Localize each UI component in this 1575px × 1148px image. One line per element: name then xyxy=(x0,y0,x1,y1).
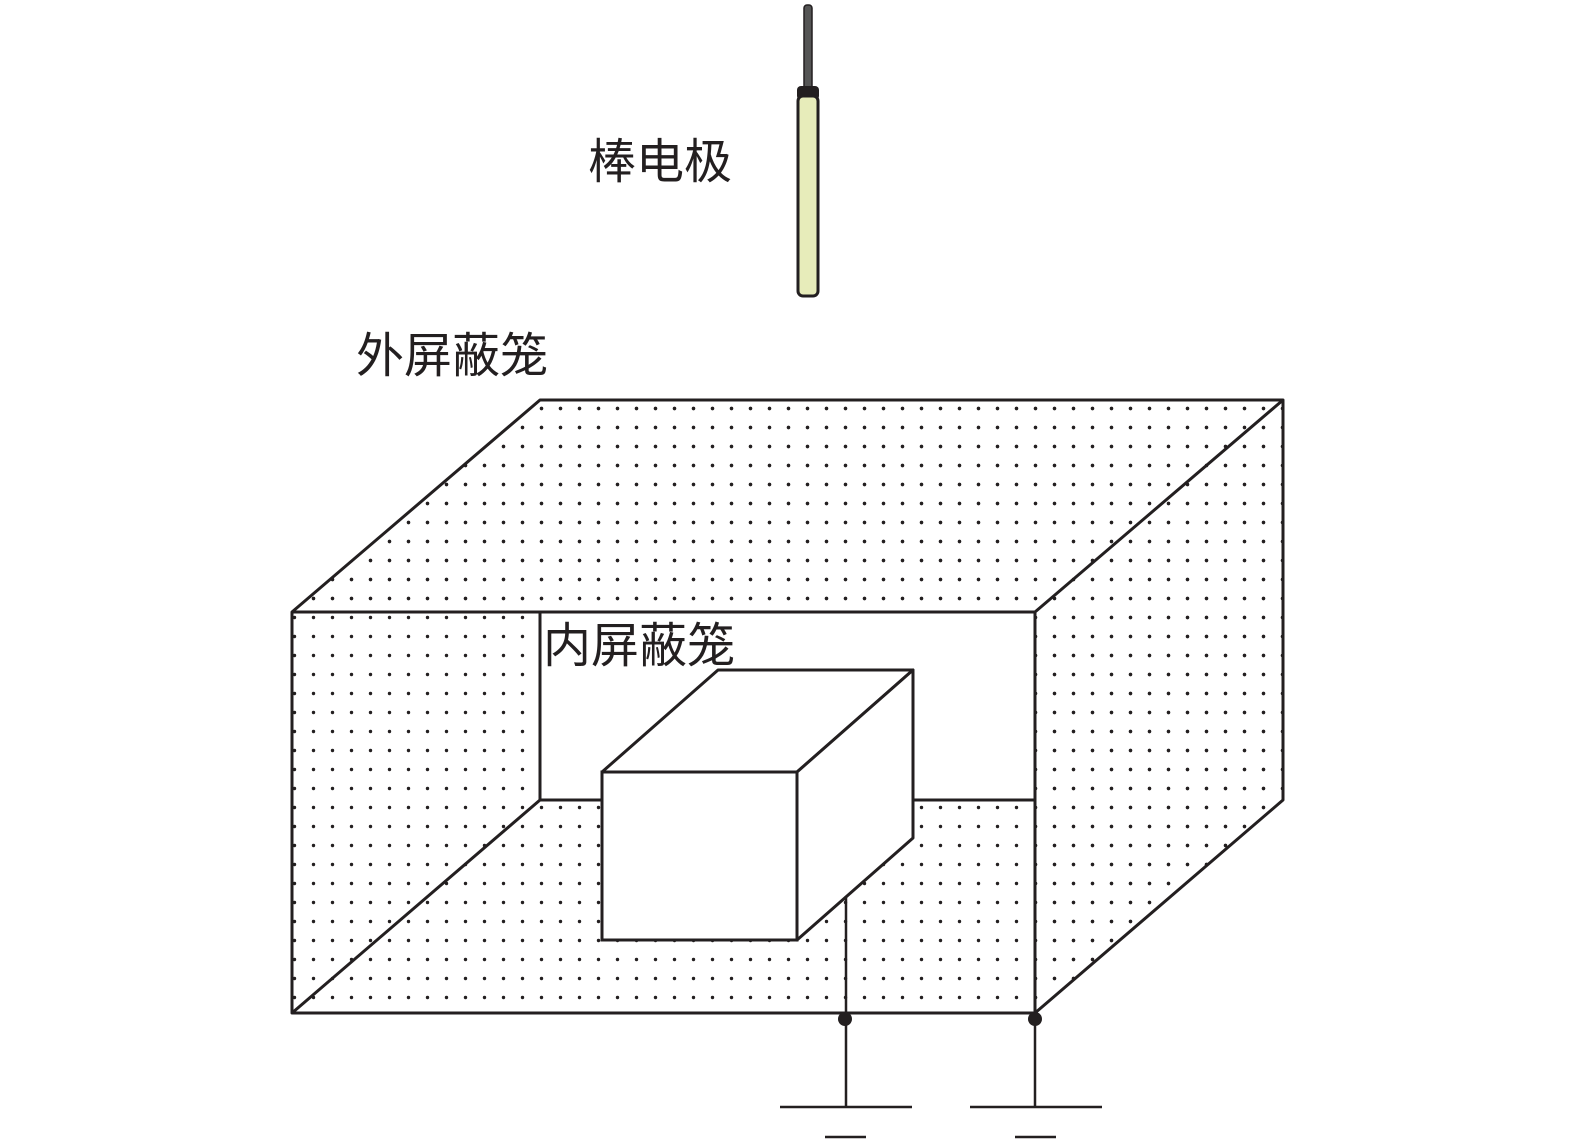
outer-cage-right-edge xyxy=(1034,400,1285,1015)
inner-cage-label: 内屏蔽笼 xyxy=(543,618,735,674)
outer-cage-floor-diagonal xyxy=(291,798,541,1015)
outer-cage-left-face xyxy=(292,400,540,1013)
rod-electrode xyxy=(796,4,820,298)
inner-cage-ground-node xyxy=(838,1012,852,1026)
rod-electrode-body xyxy=(796,94,820,298)
inner-shielding-cage xyxy=(600,668,915,942)
outer-cage-front-frame xyxy=(290,612,1037,1015)
rod-electrode-label: 棒电极 xyxy=(588,134,732,190)
outer-cage-ground-node xyxy=(1028,1012,1042,1026)
outer-cage-label: 外屏蔽笼 xyxy=(356,328,548,384)
ground-symbol-icon xyxy=(780,1105,912,1139)
grounding xyxy=(780,896,1102,1139)
inner-cage-front-face xyxy=(600,770,799,942)
ground-symbol-icon xyxy=(970,1105,1102,1139)
rod-electrode-wire xyxy=(803,4,813,90)
